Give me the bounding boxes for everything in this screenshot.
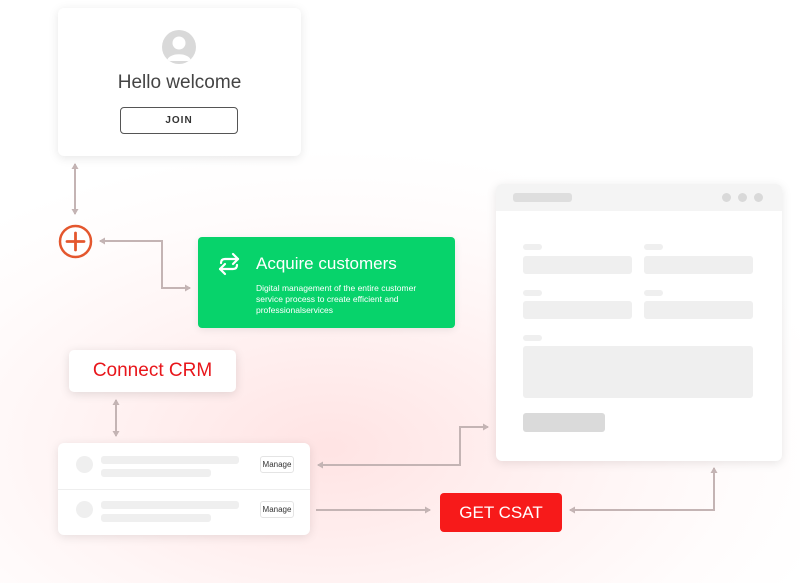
manage-button-row-1[interactable]: Manage [260, 456, 294, 473]
contact-list-card: Manage Manage [58, 443, 310, 535]
welcome-title: Hello welcome [117, 72, 242, 93]
list-item-avatar-placeholder [76, 456, 93, 473]
form-label-placeholder [523, 244, 542, 250]
list-item-line-placeholder [101, 456, 239, 464]
arrows-exchange-icon [216, 251, 242, 277]
list-item-line-placeholder [101, 501, 239, 509]
form-input-placeholder[interactable] [644, 256, 753, 274]
user-avatar-icon [162, 30, 196, 64]
browser-title-placeholder [513, 193, 572, 202]
acquire-customers-card[interactable]: Acquire customers Digital management of … [198, 237, 455, 328]
form-textarea-placeholder[interactable] [523, 346, 753, 398]
list-item-line-placeholder [101, 514, 211, 522]
list-divider [58, 489, 310, 490]
form-input-placeholder[interactable] [523, 256, 632, 274]
form-input-placeholder[interactable] [523, 301, 632, 319]
browser-window-form [496, 184, 782, 461]
list-item-avatar-placeholder [76, 501, 93, 518]
connect-crm-button[interactable]: Connect CRM [69, 350, 236, 392]
form-submit-placeholder[interactable] [523, 413, 605, 432]
list-item-line-placeholder [101, 469, 211, 477]
form-label-placeholder [523, 290, 542, 296]
window-dot[interactable] [754, 193, 763, 202]
acquire-customers-title: Acquire customers [256, 254, 397, 273]
acquire-customers-description: Digital management of the entire custome… [256, 283, 417, 315]
browser-title-bar [496, 184, 782, 211]
form-input-placeholder[interactable] [644, 301, 753, 319]
manage-button-row-2[interactable]: Manage [260, 501, 294, 518]
plus-circle-icon[interactable] [58, 224, 93, 259]
join-button[interactable]: JOIN [120, 107, 238, 134]
form-label-placeholder [644, 244, 663, 250]
get-csat-button[interactable]: GET CSAT [440, 493, 562, 532]
form-label-placeholder [523, 335, 542, 341]
window-dot[interactable] [738, 193, 747, 202]
form-label-placeholder [644, 290, 663, 296]
window-dot[interactable] [722, 193, 731, 202]
